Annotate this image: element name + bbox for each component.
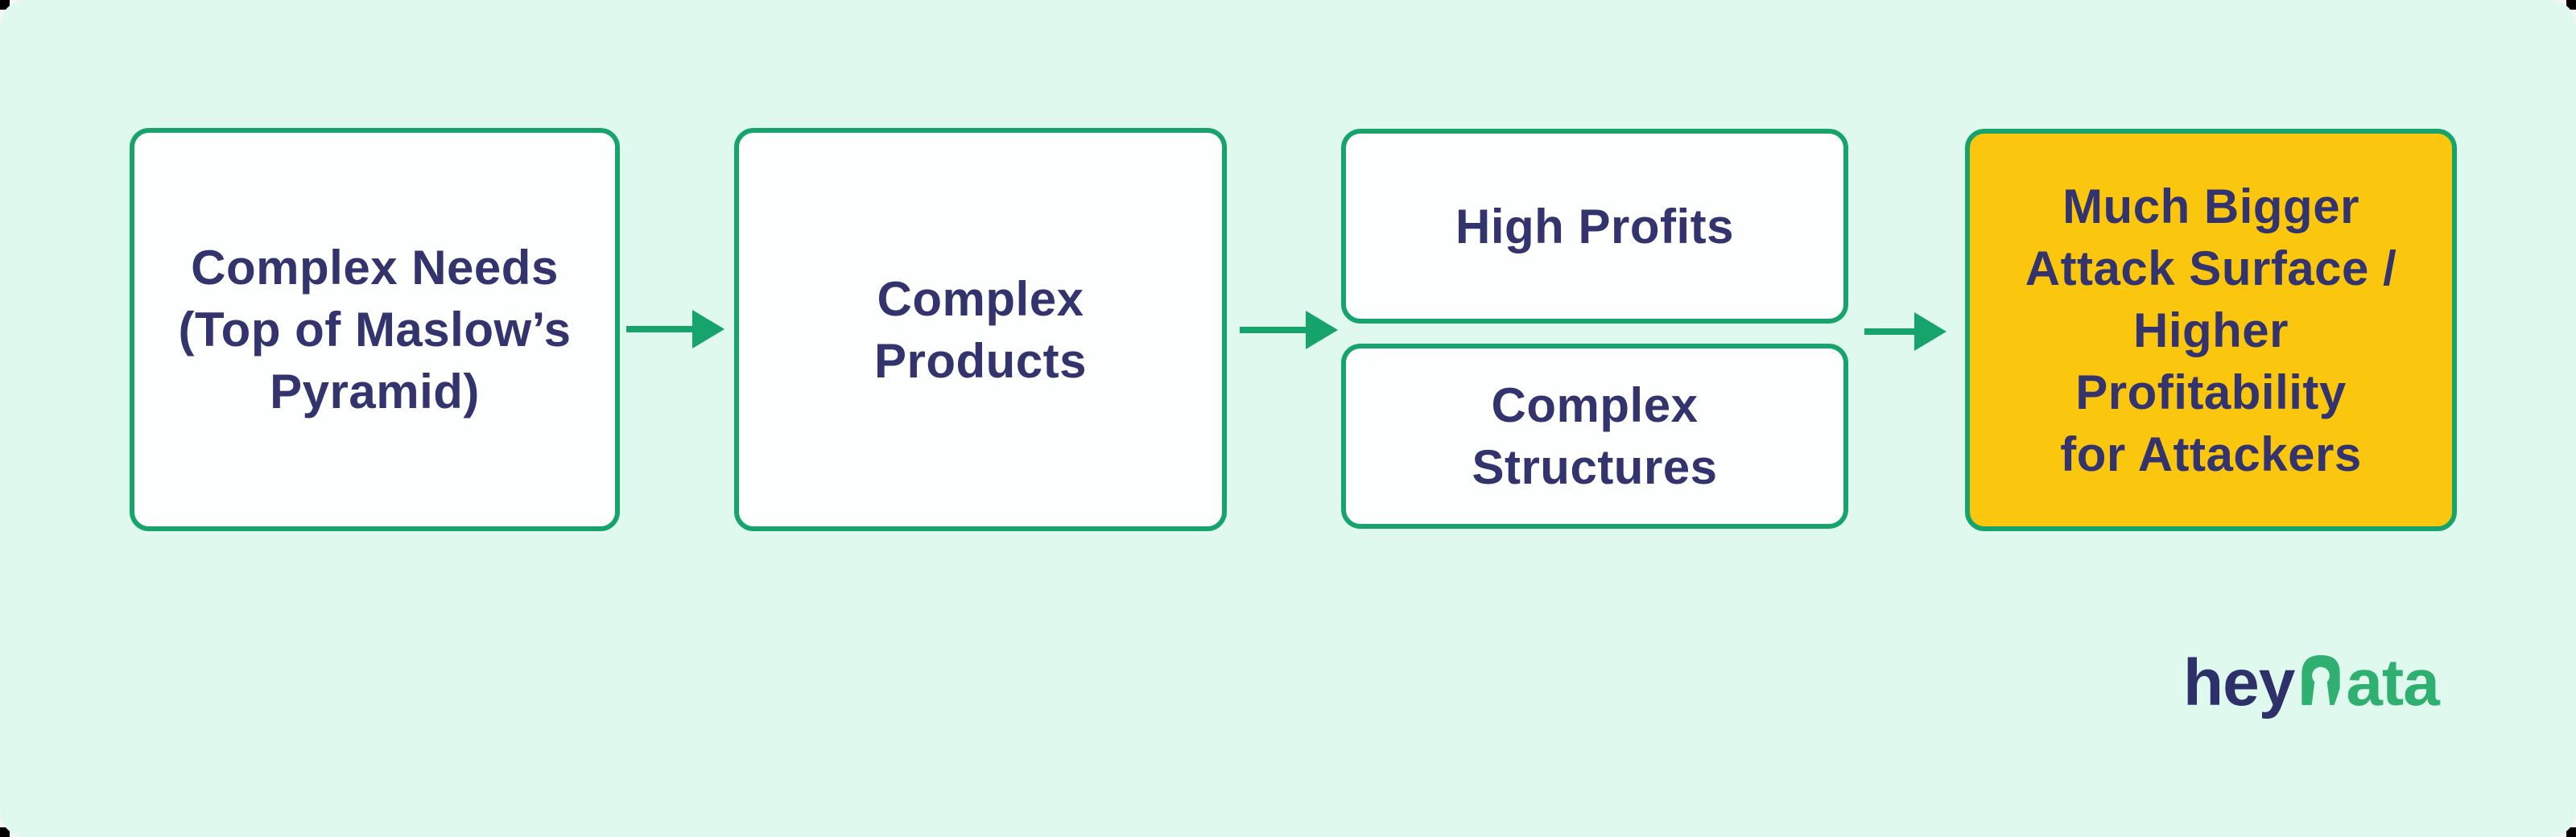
arrow-shaft [1240,327,1306,333]
node-high-profits: High Profits [1341,129,1848,324]
node-text-line: Profitability [2075,365,2347,419]
node-complex-products: Complex Products [734,128,1227,531]
flow-arrow-1 [626,310,724,348]
node-complex-needs: Complex Needs (Top of Maslow’s Pyramid) [130,128,620,531]
corner-artifact-bottom-right [2566,827,2576,837]
heydata-logo: hey ata [2183,646,2440,719]
node-text-line: High Profits [1455,199,1734,254]
arrow-shaft [1864,328,1914,335]
keyhole-d-icon [2301,654,2340,705]
logo-prefix-text: hey [2183,646,2295,719]
arrow-head-icon [692,310,724,348]
logo-suffix-text: ata [2346,646,2440,719]
node-text-line: Products [873,333,1088,388]
node-text-line: Complex [1491,378,1699,432]
arrow-shaft [626,326,692,332]
node-text-line: Much Bigger [2062,179,2359,233]
node-text-line: Higher [2132,303,2289,357]
node-text-line: Attack Surface / [2025,241,2397,295]
node-complex-structures: Complex Structures [1341,344,1848,529]
node-text-line: Complex [877,271,1084,326]
node-text-line: for Attackers [2060,427,2362,481]
node-text-line: Pyramid) [270,365,480,418]
arrow-head-icon [1914,312,1946,351]
flow-arrow-3 [1864,312,1946,351]
arrow-head-icon [1306,311,1338,349]
flow-arrow-2 [1240,311,1338,349]
node-text-line: (Top of Maslow’s [178,303,572,357]
node-text-line: Complex Needs [191,241,559,295]
node-text-line: Structures [1472,440,1718,494]
node-attack-surface-highlight: Much Bigger Attack Surface / Higher Prof… [1965,129,2457,531]
